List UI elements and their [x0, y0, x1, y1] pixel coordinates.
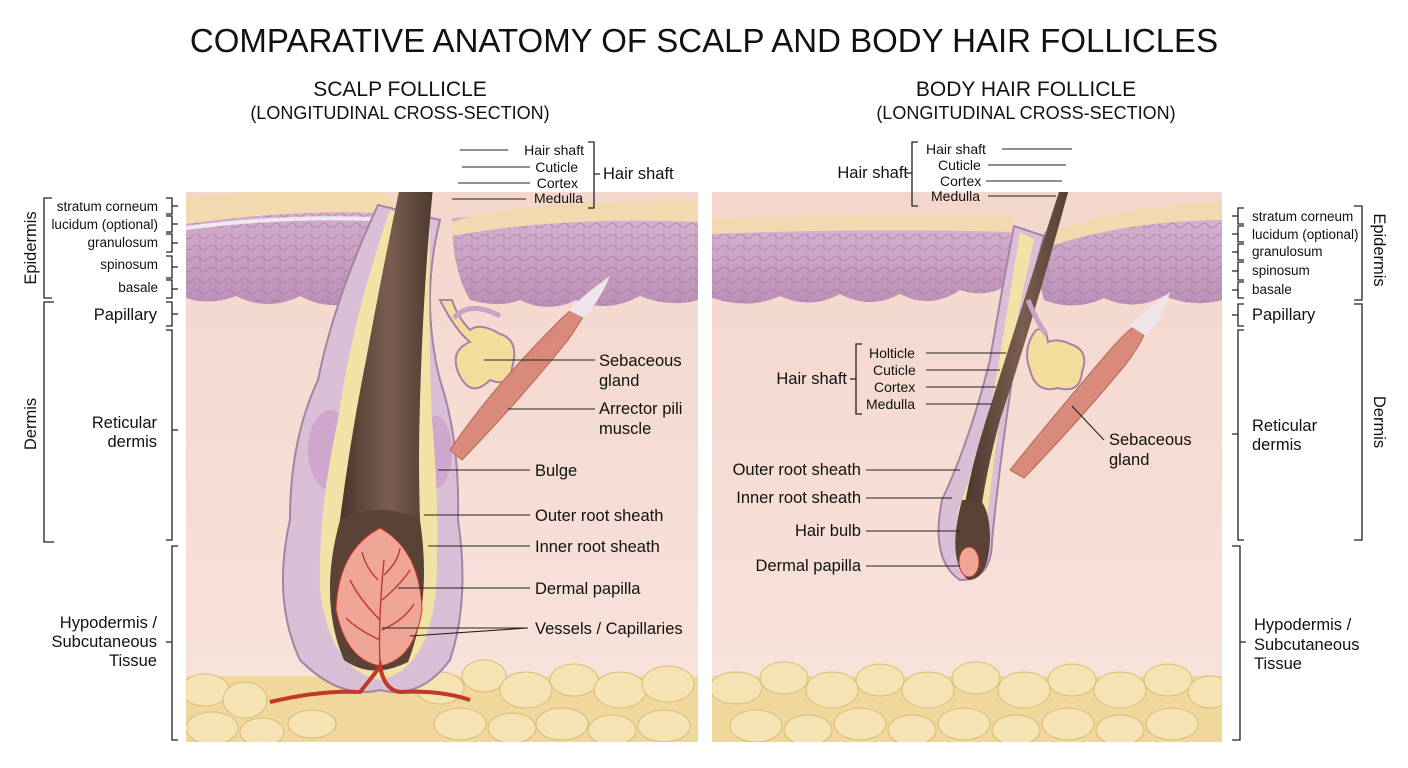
- left-shaft-labels: Hair shaft Cuticle Cortex Medulla Hair s…: [452, 141, 674, 209]
- right-cuticle-label-top: Cuticle: [938, 157, 981, 173]
- right-cortex-label-top: Cortex: [940, 173, 981, 189]
- right-dermal-papilla: [958, 546, 980, 578]
- left-hypodermis-label-3: Tissue: [109, 652, 157, 670]
- right-reticular-label-2: dermis: [1252, 436, 1302, 454]
- left-inner-root-sheath-label: Inner root sheath: [535, 538, 660, 556]
- left-stratum-corneum-label: stratum corneum: [57, 199, 158, 214]
- right-dermis-label: Dermis: [1370, 396, 1388, 448]
- right-basale-label: basale: [1252, 282, 1292, 297]
- right-hypodermis-fat: [712, 661, 1222, 742]
- right-reticular-label-1: Reticular: [1252, 417, 1318, 435]
- right-stratum-corneum-a: [712, 215, 1012, 234]
- right-spinosum-label: spinosum: [1252, 263, 1310, 278]
- right-hypodermis-label-2: Subcutaneous: [1254, 636, 1360, 654]
- right-hair-bulb-label: Hair bulb: [795, 522, 861, 540]
- left-sebaceous-label-1: Sebaceous: [599, 352, 682, 370]
- right-papillary-label: Papillary: [1252, 306, 1316, 324]
- left-arrector-label-2: muscle: [599, 420, 651, 438]
- figure-title: COMPARATIVE ANATOMY OF SCALP AND BODY HA…: [190, 22, 1218, 59]
- left-reticular-label-1: Reticular: [92, 414, 158, 432]
- right-panel-subtitle: (LONGITUDINAL CROSS-SECTION): [876, 103, 1175, 123]
- right-structure-labels: Sebaceous gland Outer root sheath Inner …: [733, 405, 1192, 575]
- left-layer-labels: Epidermis stratum corneum lucidum (optio…: [22, 197, 178, 741]
- left-basale-label: basale: [118, 280, 158, 295]
- left-cuticle-label: Cuticle: [535, 159, 578, 175]
- left-sebaceous-label-2: gland: [599, 372, 639, 390]
- left-structure-labels: Sebaceous gland Arrector pili muscle Bul…: [382, 352, 683, 638]
- left-reticular-label-2: dermis: [107, 433, 157, 451]
- left-stratum-corneum-b: [452, 200, 698, 236]
- left-bulge-label: Bulge: [535, 462, 577, 480]
- right-cortex-label-mid: Cortex: [874, 379, 915, 395]
- right-sebaceous-gland: [1026, 328, 1086, 391]
- left-spinosum-label: spinosum: [100, 257, 158, 272]
- left-hypodermis-label-1: Hypodermis /: [60, 614, 158, 632]
- left-granulosum-label: granulosum: [87, 235, 158, 250]
- left-hypodermis-fat: [186, 659, 698, 742]
- left-dermis-label: Dermis: [22, 398, 40, 450]
- left-vessels-label: Vessels / Capillaries: [535, 620, 683, 638]
- right-shaft-labels-mid: Hair shaft Holticle Cuticle Cortex Medul…: [776, 343, 1006, 415]
- right-hair-shaft: [962, 192, 1069, 520]
- left-panel-title: SCALP FOLLICLE: [313, 78, 487, 101]
- right-lucidum-label: lucidum (optional): [1252, 227, 1359, 242]
- right-skin-illustration: [712, 192, 1222, 742]
- left-dermal-papilla-label: Dermal papilla: [535, 580, 641, 598]
- left-medulla-label: Medulla: [534, 190, 583, 206]
- right-medulla-label-mid: Medulla: [866, 396, 915, 412]
- right-hypodermis-label-1: Hypodermis /: [1254, 616, 1352, 634]
- right-dermal-papilla-label: Dermal papilla: [756, 557, 862, 575]
- right-hair-shaft-group-label-mid: Hair shaft: [776, 370, 847, 388]
- left-stratum-corneum-a: [186, 192, 398, 224]
- left-arrector-label-1: Arrector pili: [599, 400, 682, 418]
- right-hair-shaft-group-label-top: Hair shaft: [837, 164, 908, 182]
- left-skin-illustration: [186, 192, 698, 742]
- right-cuticle-label-mid: Cuticle: [873, 362, 916, 378]
- left-hypodermis-label-2: Subcutaneous: [51, 633, 157, 651]
- right-hair-shaft-label: Hair shaft: [926, 141, 986, 157]
- left-vessel: [269, 659, 471, 704]
- right-sebaceous-label-1: Sebaceous: [1109, 431, 1192, 449]
- left-hair-shaft-label: Hair shaft: [524, 142, 584, 158]
- right-layer-labels: stratum corneum lucidum (optional) granu…: [1232, 205, 1388, 741]
- right-hypodermis-label-3: Tissue: [1254, 655, 1302, 673]
- right-outer-root-sheath-label: Outer root sheath: [733, 461, 861, 479]
- right-stratum-corneum-b: [1040, 202, 1222, 248]
- right-medulla-label-top: Medulla: [931, 188, 980, 204]
- left-hair-shaft-group-label: Hair shaft: [603, 165, 674, 183]
- left-outer-root-sheath-label: Outer root sheath: [535, 507, 663, 525]
- right-stratum-corneum-label: stratum corneum: [1252, 209, 1353, 224]
- right-sebaceous-label-2: gland: [1109, 451, 1149, 469]
- left-cortex-label: Cortex: [537, 175, 578, 191]
- left-panel-subtitle: (LONGITUDINAL CROSS-SECTION): [250, 103, 549, 123]
- right-inner-root-sheath-label: Inner root sheath: [736, 489, 861, 507]
- left-lucidum-label: lucidum (optional): [51, 217, 158, 232]
- left-epidermis-label: Epidermis: [22, 211, 40, 284]
- left-hair-shaft: [340, 192, 433, 540]
- right-shaft-labels-top: Hair shaft Hair shaft Cuticle Cortex Med…: [837, 141, 1072, 207]
- right-epidermis-label: Epidermis: [1370, 213, 1388, 286]
- right-panel-title: BODY HAIR FOLLICLE: [916, 78, 1136, 101]
- left-papillary-label: Papillary: [94, 306, 158, 324]
- right-granulosum-label: granulosum: [1252, 244, 1323, 259]
- right-holticle-label: Holticle: [869, 345, 915, 361]
